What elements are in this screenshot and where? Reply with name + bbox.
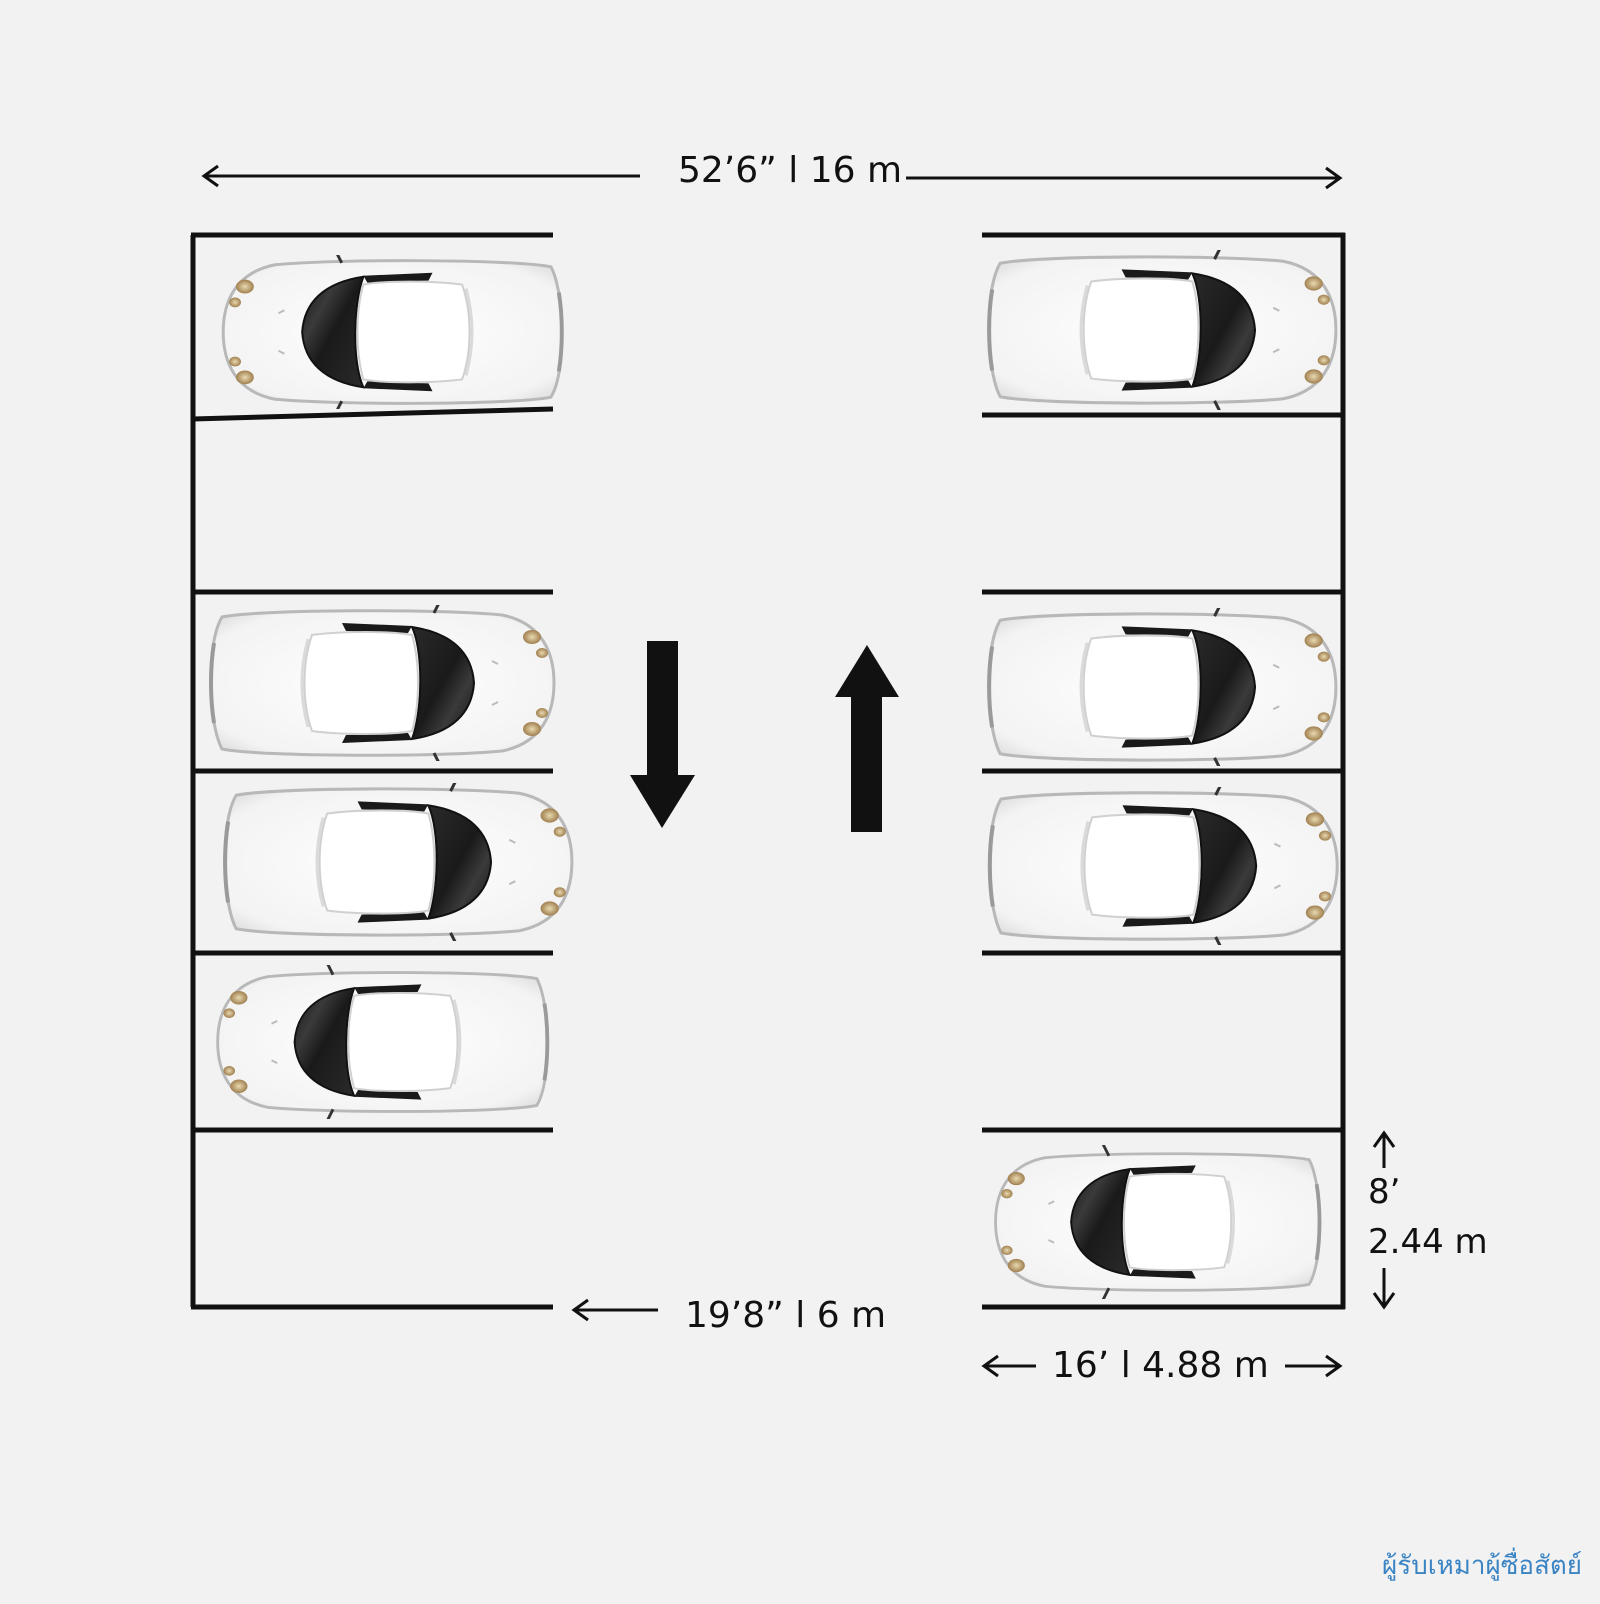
- left-stall-lines: [190, 232, 554, 1310]
- stall-width-feet-label: 8’: [1368, 1172, 1401, 1212]
- right-stall-lines: [982, 232, 1346, 1310]
- aisle-width-label: 19’8” l 6 m: [685, 1295, 887, 1336]
- up-arrow-icon: [835, 645, 899, 832]
- car-right-1: [989, 243, 1336, 417]
- watermark: ผู้รับเหมาผู้ซื่อสัตย์: [1382, 1551, 1582, 1581]
- down-arrow-icon: [630, 641, 695, 828]
- car-left-1: [221, 255, 565, 409]
- stall-length-label: 16’ l 4.88 m: [1052, 1345, 1269, 1386]
- stall-width-dimension: [1372, 1130, 1396, 1310]
- total-width-dimension: [201, 164, 1343, 190]
- car-right-3: [989, 600, 1336, 774]
- stall-width-meters-label: 2.44 m: [1368, 1222, 1488, 1262]
- car-left-5: [215, 965, 550, 1119]
- car-right-6: [993, 1145, 1322, 1299]
- stall-length-dimension: [981, 1354, 1343, 1378]
- car-left-3: [211, 597, 554, 769]
- car-left-4: [225, 775, 572, 949]
- aisle-width-dimension: [571, 1298, 658, 1322]
- car-right-4: [990, 779, 1338, 953]
- total-width-label: 52’6” l 16 m: [678, 150, 903, 191]
